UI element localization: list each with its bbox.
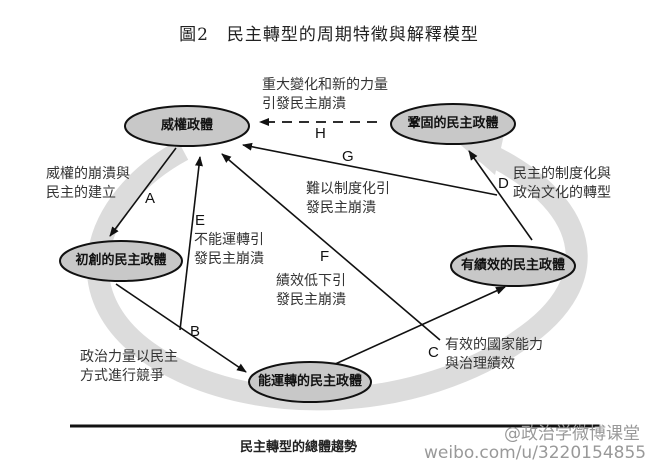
edge-D-arrow [468, 150, 533, 241]
edge-G-arrow [242, 142, 498, 196]
edge-B-line1: 政治力量以民主 [80, 349, 178, 365]
edge-C-text: 有效的國家能力與治理績效 [445, 336, 543, 374]
node-functioning-shape [248, 361, 372, 403]
edge-D-text: 民主的制度化與政治文化的轉型 [513, 165, 611, 203]
edge-F-letter: F [320, 248, 330, 265]
edge-A-arrow [109, 147, 177, 237]
edge-G-text: 難以制度化引發民主崩潰 [306, 180, 390, 218]
edge-H-line1: 重大變化和新的力量 [262, 77, 388, 93]
edge-D-line1: 民主的制度化與 [513, 166, 611, 182]
edge-D-letter: D [498, 175, 509, 192]
node-performing: 有績效的民主政體 [460, 258, 565, 273]
edge-H-line2: 引發民主崩潰 [262, 96, 346, 112]
edge-B-text: 政治力量以民主方式進行競爭 [80, 348, 178, 386]
edge-G-line1: 難以制度化引 [306, 181, 390, 197]
edge-F-line1: 績效低下引 [276, 273, 346, 289]
edge-B-line2: 方式進行競爭 [80, 368, 164, 384]
edge-B-letter: B [190, 323, 201, 340]
edge-A-line1: 威權的崩潰與 [46, 166, 130, 182]
edge-H-text: 重大變化和新的力量引發民主崩潰 [262, 76, 388, 114]
edge-E-letter: E [195, 212, 206, 229]
edge-G-letter: G [342, 148, 354, 165]
node-authoritarian-shape [124, 105, 250, 147]
edge-F-arrow [221, 153, 441, 341]
node-consolidated: 鞏固的民主政體 [407, 116, 499, 131]
edge-C-letter: C [428, 344, 439, 361]
edge-F-line2: 發民主崩潰 [276, 292, 346, 308]
node-nascent: 初創的民主政體 [75, 253, 167, 268]
edge-A-text: 威權的崩潰與民主的建立 [46, 165, 130, 203]
edge-A-line2: 民主的建立 [46, 185, 116, 201]
edge-A-letter: A [145, 190, 156, 207]
figure-title: 圖2 民主轉型的周期特徵與解釋模型 [179, 25, 479, 45]
edge-E-line1: 不能運轉引 [194, 232, 264, 248]
edge-G-line2: 發民主崩潰 [306, 200, 376, 216]
trend-caption: 民主轉型的總體趨勢 [240, 440, 358, 455]
node-functioning: 能運轉的民主政體 [257, 374, 362, 389]
edge-H-letter: H [315, 125, 326, 142]
edge-C-line2: 與治理績效 [445, 356, 515, 372]
edge-D-line2: 政治文化的轉型 [513, 185, 611, 201]
node-performing-shape [450, 245, 576, 287]
edge-E-arrow [179, 156, 203, 331]
edge-E-text: 不能運轉引發民主崩潰 [194, 231, 264, 269]
watermark-url: weibo.com/u/3220154855 [424, 443, 647, 463]
edge-E-line2: 發民主崩潰 [194, 251, 264, 267]
node-consolidated-shape [390, 103, 516, 145]
node-nascent-shape [59, 240, 183, 282]
edge-F-text: 績效低下引發民主崩潰 [276, 272, 346, 310]
watermark-handle: @政治学微博课堂 [504, 424, 640, 444]
edge-C-line1: 有效的國家能力 [445, 337, 543, 353]
node-authoritarian: 威權政體 [160, 118, 213, 133]
